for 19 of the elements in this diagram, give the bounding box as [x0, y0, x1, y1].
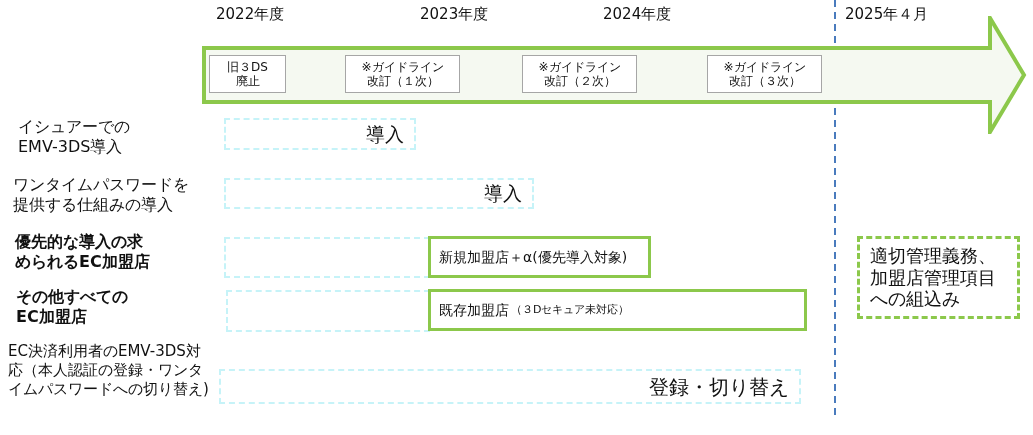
- row-label: ワンタイムパスワードを提供する仕組みの導入: [13, 175, 190, 215]
- row-label: EC決済利用者のEMV-3DS対応（本人認証の登録・ワンタイムパスワードへの切り替え): [8, 342, 210, 399]
- period-bar: 既存加盟店（３Dセキュア未対応）: [428, 289, 807, 331]
- year-label: 2023年度: [420, 5, 490, 24]
- milestone-box: ※ガイドライン改訂（３次）: [707, 55, 822, 93]
- period-bar: 登録・切り替え: [219, 369, 801, 404]
- period-bar: 導入: [224, 118, 416, 150]
- row-label: その他すべてのEC加盟店: [16, 287, 129, 327]
- year-label: 2022年度: [216, 5, 286, 24]
- milestone-box: 旧３DS廃止: [209, 55, 286, 93]
- note-box: 適切管理義務、加盟店管理項目への組込み: [857, 236, 1020, 319]
- date-label: 2025年４月: [845, 5, 930, 24]
- milestone-box: ※ガイドライン改訂（２次）: [522, 55, 637, 93]
- row-label: 優先的な導入の求められるEC加盟店: [15, 232, 151, 272]
- period-bar: 新規加盟店＋α(優先導入対象): [428, 236, 651, 278]
- milestone-box: ※ガイドライン改訂（１次）: [345, 55, 460, 93]
- row-label: イシュアーでのEMV-3DS導入: [18, 117, 131, 157]
- year-label: 2024年度: [603, 5, 673, 24]
- period-bar: 導入: [224, 178, 534, 209]
